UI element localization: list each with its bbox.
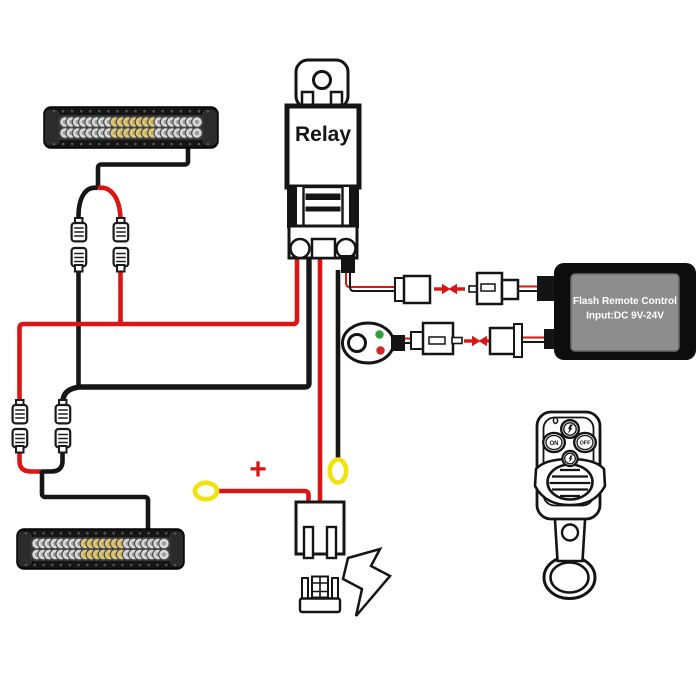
fob-led bbox=[552, 416, 559, 425]
plug-c-pin bbox=[451, 336, 463, 345]
connector-bottom-red-male bbox=[11, 398, 29, 425]
fuse-blades-detail bbox=[312, 576, 328, 598]
flash-controller-box: Flash Remote Control Input:DC 9V-24V bbox=[554, 263, 696, 360]
switch-red-led bbox=[376, 346, 385, 355]
fuse-base bbox=[298, 597, 342, 614]
bottom-bar-u-black bbox=[41, 452, 65, 474]
relay-mid-bar2 bbox=[305, 206, 341, 212]
fuse-holder-blade-left bbox=[302, 525, 315, 560]
plug-d-tab bbox=[513, 323, 523, 358]
plug-c-terminal bbox=[428, 336, 446, 345]
relay-mount-hole bbox=[312, 70, 332, 90]
fob-flash-button-top-rim bbox=[563, 422, 577, 436]
top-bar-arch-black bbox=[76, 185, 99, 220]
fuse-assembly: + bbox=[192, 453, 392, 617]
top-bar-cable bbox=[95, 148, 191, 188]
fob-on-label: ON bbox=[550, 441, 559, 447]
fob-off-button-rim bbox=[576, 434, 594, 451]
controller-label-panel bbox=[570, 273, 680, 352]
fuse-wall-left bbox=[301, 577, 309, 601]
harness-wires bbox=[17, 148, 546, 530]
relay-mid-bar1 bbox=[305, 193, 341, 200]
connector-top-red-female bbox=[112, 246, 130, 273]
plug-c-body bbox=[421, 321, 455, 356]
led-light-bar-bottom bbox=[16, 528, 185, 570]
plug-c-neck bbox=[410, 331, 424, 350]
controller-label-line2: Input:DC 9V-24V bbox=[586, 311, 664, 322]
blade-fuse-icon bbox=[298, 575, 342, 614]
fob-flash-button-bottom-rim bbox=[564, 452, 576, 465]
relay-mid-side-left bbox=[287, 187, 297, 228]
switch-stub bbox=[391, 335, 405, 351]
connector-top-black-female bbox=[70, 246, 88, 273]
relay-terminal-center bbox=[310, 237, 337, 260]
connector-bottom-red-female bbox=[11, 427, 29, 454]
connector-bottom-black-male bbox=[54, 398, 72, 425]
flash-switch bbox=[341, 321, 405, 365]
fob-strap-hole bbox=[560, 523, 580, 542]
relay-terminal-left bbox=[289, 237, 311, 260]
plug-d-body bbox=[488, 326, 517, 356]
mate-arrows-row1 bbox=[432, 282, 467, 296]
insert-lightning-arrow-icon bbox=[341, 547, 392, 617]
connector-bottom-black-female bbox=[54, 427, 72, 454]
signal-black-a bbox=[349, 272, 396, 292]
connector-top-red-male bbox=[112, 216, 130, 243]
bottom-bar-screws-top bbox=[24, 531, 177, 535]
led-light-bar-top bbox=[43, 106, 219, 149]
signal-red-a bbox=[345, 272, 396, 288]
relay-body bbox=[284, 103, 362, 190]
controller-label-line1: Flash Remote Control bbox=[573, 296, 677, 307]
connector-top-black-male bbox=[70, 216, 88, 243]
plug-b-terminal bbox=[480, 283, 496, 292]
battery-positive-symbol: + bbox=[249, 453, 267, 486]
bottom-bar-cable bbox=[39, 471, 151, 530]
switch-green-led bbox=[375, 330, 384, 339]
top-bar-screws-top bbox=[52, 109, 210, 113]
ring-terminal-positive bbox=[192, 480, 220, 502]
fob-keyring-inner bbox=[549, 561, 590, 594]
fuse-wall-right bbox=[331, 577, 339, 601]
fuse-holder-blade-right bbox=[325, 525, 338, 560]
relay-black-wire bbox=[60, 258, 312, 401]
controller-stub-bottom bbox=[544, 329, 557, 349]
relay-label: Relay bbox=[295, 123, 351, 146]
relay-red-wire bbox=[17, 258, 300, 400]
plug-a-body bbox=[402, 274, 432, 305]
top-bar-arch-red bbox=[97, 185, 123, 220]
bottom-bar-leds bbox=[31, 537, 170, 561]
plug-b-tail bbox=[500, 278, 520, 301]
relay: Relay bbox=[284, 58, 362, 273]
controller-stub-top bbox=[537, 276, 557, 301]
relay-signal-stub bbox=[341, 255, 355, 273]
bottom-bar-u-red bbox=[17, 452, 41, 474]
fob-on-button-rim bbox=[545, 434, 563, 451]
plug-row-relay-side bbox=[394, 271, 557, 306]
fob-grip-stripes bbox=[549, 468, 591, 498]
top-bar-leds bbox=[59, 116, 203, 139]
remote-key-fob: ON OFF bbox=[533, 410, 607, 600]
bottom-bar-screws-bottom bbox=[24, 563, 177, 567]
top-bar-connectors bbox=[70, 216, 130, 273]
top-bar-screws-bottom bbox=[52, 142, 210, 146]
ring-terminal-ground bbox=[327, 457, 349, 485]
bottom-bar-connectors bbox=[11, 398, 72, 454]
relay-mid-side-right bbox=[349, 187, 359, 228]
plug-row-switch-side bbox=[410, 321, 557, 358]
fob-off-label: OFF bbox=[580, 441, 591, 447]
battery-positive-wire bbox=[216, 488, 311, 502]
switch-button bbox=[347, 333, 367, 353]
